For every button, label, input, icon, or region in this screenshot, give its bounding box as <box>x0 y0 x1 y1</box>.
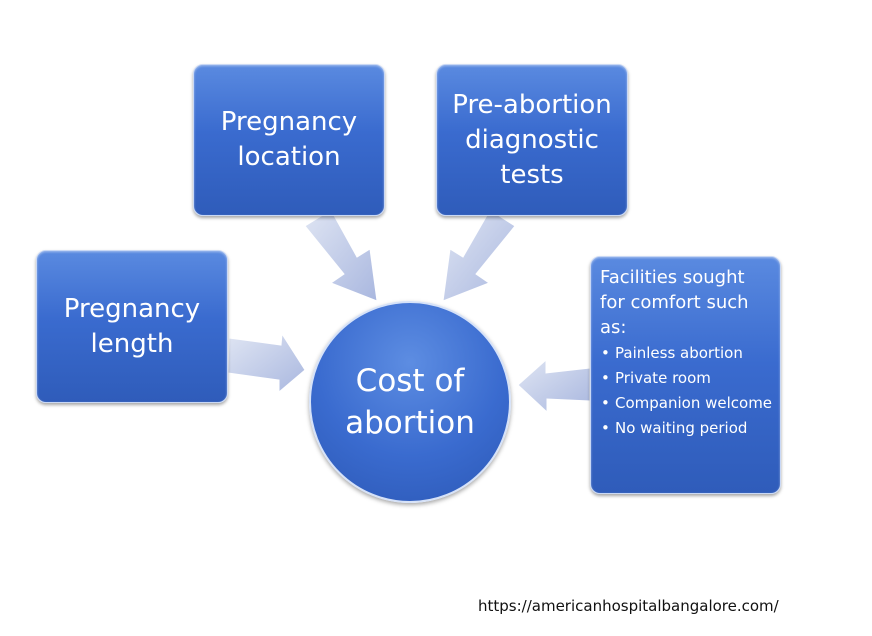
list-item: • Companion welcome <box>600 393 774 413</box>
source-url: https://americanhospitalbangalore.com/ <box>478 597 779 615</box>
pregnancy-location-label: Pregnancy location <box>220 107 358 172</box>
list-item: • No waiting period <box>600 418 774 438</box>
bullet-icon: • <box>601 369 610 387</box>
list-item-label: Private room <box>615 369 711 387</box>
pregnancy-location-box: Pregnancy location <box>193 64 385 216</box>
bullet-icon: • <box>601 419 610 437</box>
list-item: • Private room <box>600 368 774 388</box>
pregnancy-length-label: Pregnancy length <box>63 293 201 359</box>
list-item: • Painless abortion <box>600 343 774 363</box>
cost-of-abortion-label: Cost of abortion <box>345 363 475 441</box>
pregnancy-length-box: Pregnancy length <box>36 250 228 403</box>
bullet-icon: • <box>601 344 610 362</box>
cost-of-abortion-circle: Cost of abortion <box>309 301 511 503</box>
facilities-intro: Facilities sought for comfort such as: <box>600 267 749 338</box>
list-item-label: No waiting period <box>615 419 748 437</box>
arrow-tests-to-cost <box>442 209 516 302</box>
list-item-label: Painless abortion <box>615 344 743 362</box>
bullet-icon: • <box>601 394 610 412</box>
list-item-label: Companion welcome <box>615 394 773 412</box>
diagnostic-tests-box: Pre-abortion diagnostic tests <box>436 64 628 216</box>
facilities-box: Facilities sought for comfort such as: •… <box>590 256 781 494</box>
diagnostic-tests-label: Pre-abortion diagnostic tests <box>452 89 612 190</box>
arrow-location-to-cost <box>304 209 378 302</box>
arrow-facilities-to-cost <box>517 358 591 414</box>
arrow-length-to-cost <box>227 332 306 394</box>
facilities-list: • Painless abortion • Private room • Compan… <box>600 343 774 438</box>
